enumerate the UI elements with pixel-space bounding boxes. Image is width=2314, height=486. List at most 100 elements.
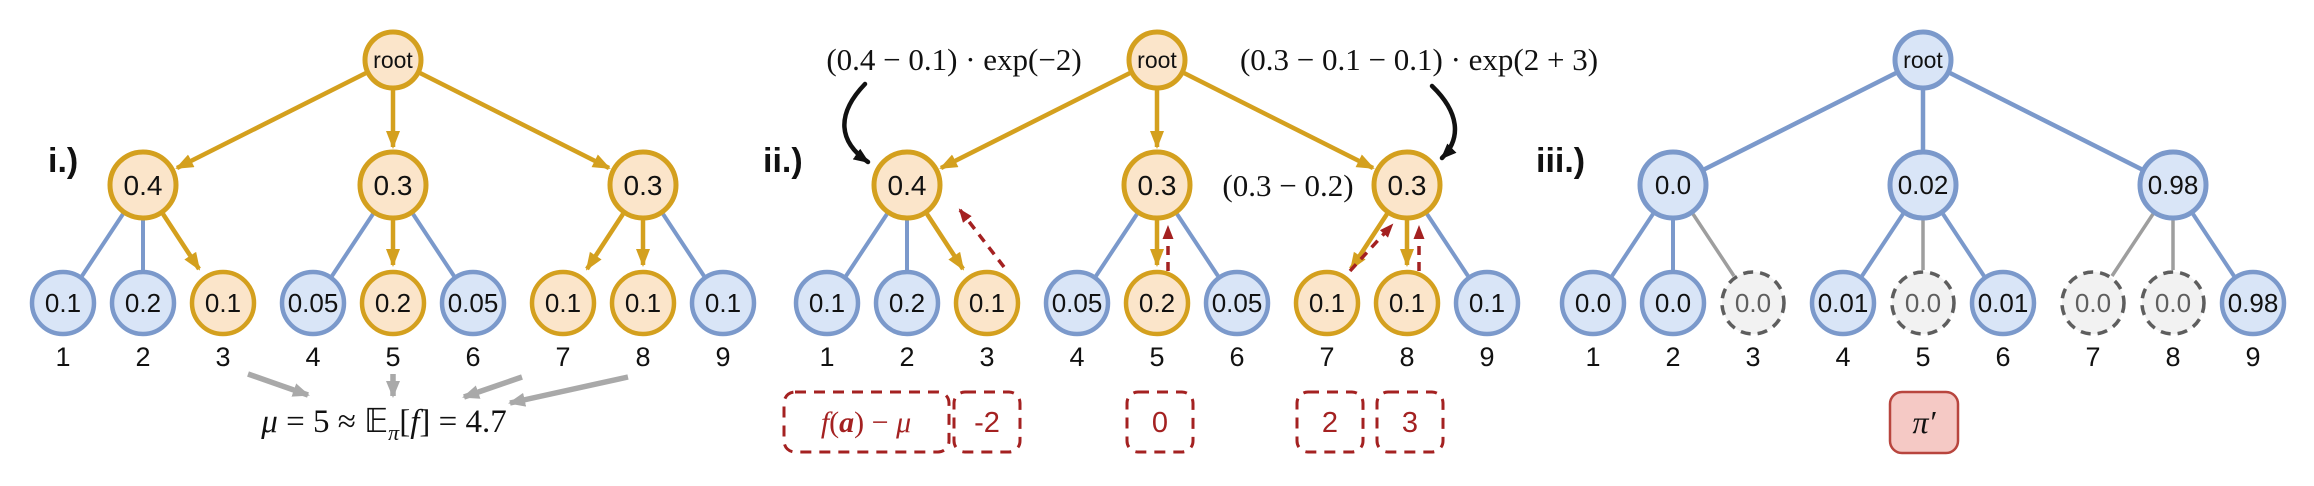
panel-iii-policy-label: π′ [1912, 404, 1936, 440]
panel-iii-mid-node-3 [2137, 149, 2209, 221]
panel-i-root-node [362, 29, 424, 91]
panel-ii-leaf-value-6: 0.05 [1212, 288, 1263, 318]
panel-i-leaf-node-5 [359, 269, 427, 337]
panel-ii-leaf-node-6 [1203, 269, 1271, 337]
panel-ii-edge-root-right [1182, 70, 1375, 171]
panel-ii-offset-value-4: 3 [1402, 407, 1418, 439]
panel-ii-offset-box-2 [1125, 390, 1195, 454]
panel-iii-mid-value-2: 0.02 [1898, 170, 1949, 200]
panel-ii-edge-leaf-3-sampled [925, 212, 965, 271]
panel-i-leaf-node-8 [609, 269, 677, 337]
panel-iii-edge-leaf-4 [1860, 212, 1905, 278]
panel-ii-edge-leaf-6 [1175, 212, 1220, 278]
panel-iii-mid-node-2 [1887, 149, 1959, 221]
panel-i-leaf-number-2: 2 [135, 342, 150, 372]
panel-ii-offset-value-3: 2 [1322, 407, 1338, 439]
panel-ii-leaf-number-5: 5 [1149, 342, 1164, 372]
panel-ii-leaf-node-5 [1123, 269, 1191, 337]
panel-ii-leaf-node-8 [1373, 269, 1441, 337]
panel-iii-label: iii.) [1536, 142, 1585, 180]
panel-iii-edge-leaf-1 [1610, 212, 1655, 278]
panel-iii-leaf-node-6 [1969, 269, 2037, 337]
panel-iii-edge-root-left [1701, 70, 1898, 173]
panel-iii-leaf-number-8: 8 [2165, 342, 2180, 372]
panel-ii-edge-leaf-1 [844, 212, 889, 278]
panel-iii-leaf-number-3: 3 [1745, 342, 1760, 372]
panel-ii-offset-value-2: 0 [1152, 407, 1168, 439]
panel-i-leaf-number-5: 5 [385, 342, 400, 372]
panel-i-leaf-number-3: 3 [215, 342, 230, 372]
panel-ii-leaf-number-4: 4 [1069, 342, 1084, 372]
panel-iii-root-label: root [1903, 47, 1943, 73]
panel-iii-leaf-node-3-pruned [1720, 270, 1786, 336]
panel-ii-leaf-node-3 [953, 269, 1021, 337]
panel-ii-leaf-number-9: 9 [1479, 342, 1494, 372]
panel-ii-leaf-node-9 [1453, 269, 1521, 337]
panel-ii-offset-box-1 [952, 390, 1022, 454]
panel-ii-annotation-mid: (0.3 − 0.2) [1222, 168, 1353, 203]
panel-ii-leaf-number-8: 8 [1399, 342, 1414, 372]
panel-ii-leaf-value-4: 0.05 [1052, 288, 1103, 318]
panel-ii-leaf-value-7: 0.1 [1309, 288, 1345, 318]
panel-ii-leaf-node-7 [1293, 269, 1361, 337]
panel-iii-edge-leaf-9 [2191, 212, 2236, 278]
panel-ii-leaf-value-3: 0.1 [969, 288, 1005, 318]
panel-ii-mid-value-3: 0.3 [1388, 170, 1427, 201]
panel-i-leaf-value-9: 0.1 [705, 288, 741, 318]
panel-ii-leaf-node-4 [1043, 269, 1111, 337]
panel-ii-leaf-number-3: 3 [979, 342, 994, 372]
panel-iii-leaf-node-5-pruned [1890, 270, 1956, 336]
panel-i-edge-root-right [418, 70, 611, 171]
panel-iii-leaf-value-5: 0.0 [1905, 288, 1941, 318]
panel-ii: ii.) (0.4 − 0.1) · exp(−2) (0.3 − 0.1 − … [763, 29, 1598, 454]
panel-iii-leaf-node-4 [1809, 269, 1877, 337]
panel-ii-annotation-arrow-left [842, 81, 871, 165]
panel-ii-mid-value-1: 0.4 [888, 170, 927, 201]
panel-i-mid-value-3: 0.3 [624, 170, 663, 201]
panel-i-leaf-value-2: 0.2 [125, 288, 161, 318]
panel-i-leaf-value-7: 0.1 [545, 288, 581, 318]
panel-iii-leaf-value-9: 0.98 [2228, 288, 2279, 318]
formula-mu: μ [260, 404, 278, 440]
panel-i-leaf-node-4 [279, 269, 347, 337]
panel-i-leaf-node-1 [29, 269, 97, 337]
panel-i-mid-value-2: 0.3 [374, 170, 413, 201]
panel-i-mean-arrow-4 [508, 374, 629, 407]
panel-i-leaf-number-4: 4 [305, 342, 320, 372]
panel-i-mid-node-2 [357, 149, 429, 221]
panel-i-leaf-node-6 [439, 269, 507, 337]
panel-i-leaf-value-1: 0.1 [45, 288, 81, 318]
panel-ii-edge-leaf-4 [1094, 212, 1139, 278]
panel-i-leaf-value-6: 0.05 [448, 288, 499, 318]
panel-ii-annotation-right: (0.3 − 0.1 − 0.1) · exp(2 + 3) [1240, 42, 1598, 77]
panel-iii-leaf-number-1: 1 [1585, 342, 1600, 372]
panel-i-leaf-value-3: 0.1 [205, 288, 241, 318]
panel-i-leaf-value-5: 0.2 [375, 288, 411, 318]
panel-ii-edge-root-left [939, 70, 1132, 171]
panel-ii-feedback-arrow-leaf-7 [1348, 223, 1394, 273]
panel-i-mean-formula: μ = 5 ≈ 𝔼π[f] = 4.7 [260, 401, 506, 445]
panel-iii-leaf-number-4: 4 [1835, 342, 1850, 372]
panel-i-leaf-number-9: 9 [715, 342, 730, 372]
panel-i-edge-leaf-6 [411, 212, 456, 278]
panel-iii-leaf-value-2: 0.0 [1655, 288, 1691, 318]
formula-open-bracket: [ [399, 404, 410, 440]
panel-ii-root-label: root [1137, 47, 1177, 73]
panel-ii-advantage-legend: f(a) − μ [821, 406, 911, 439]
panel-iii-mid-value-1: 0.0 [1655, 170, 1691, 200]
panel-iii-leaf-number-5: 5 [1915, 342, 1930, 372]
panel-ii-leaf-number-7: 7 [1319, 342, 1334, 372]
panel-i-edge-leaf-9 [661, 212, 706, 278]
panel-iii-leaf-node-2 [1639, 269, 1707, 337]
panel-ii-leaf-value-5: 0.2 [1139, 288, 1175, 318]
panel-i-mean-arrow-3 [462, 374, 523, 400]
panel-iii-edge-leaf-3-pruned [1691, 213, 1736, 277]
panel-iii-leaf-value-4: 0.01 [1818, 288, 1869, 318]
legend-close-paren: ) − [854, 406, 896, 439]
panel-i-leaf-node-7 [529, 269, 597, 337]
panel-ii-leaf-value-8: 0.1 [1389, 288, 1425, 318]
legend-open-paren: ( [829, 406, 839, 439]
panel-iii-leaf-node-8-pruned [2140, 270, 2206, 336]
panel-i-leaf-node-2 [109, 269, 177, 337]
panel-ii-offset-box-4 [1375, 390, 1445, 454]
